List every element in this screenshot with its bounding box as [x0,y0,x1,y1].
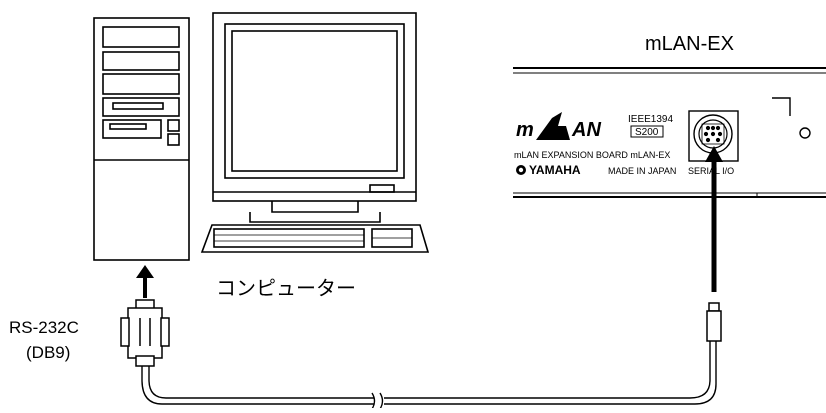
connector-label-line2: (DB9) [26,343,70,362]
tower-pc [93,17,190,261]
made-in: MADE IN JAPAN [608,166,676,176]
yamaha-logo-icon [516,165,526,175]
brand-name: YAMAHA [529,163,581,177]
ieee-label: IEEE1394 [628,114,673,125]
port-label: SERIAL I/O [688,166,734,176]
svg-text:m: m [516,119,534,141]
connector-label-line1: RS-232C [9,318,79,337]
svg-text:AN: AN [571,119,601,141]
device-title: mLAN-EX [645,33,734,55]
speed-label: S200 [635,127,659,138]
board-name: mLAN EXPANSION BOARD mLAN-EX [514,150,670,160]
db9-connector [120,299,170,367]
mini-din-plug [706,302,722,342]
serial-cable [141,341,717,410]
computer-label: コンピューター [216,276,356,300]
keyboard [200,224,430,253]
up-arrow-icon [136,265,154,298]
up-arrow-icon [705,146,723,292]
mlan-ex-panel [513,67,826,198]
speed-box [630,125,664,138]
mlan-logo: m AN [516,112,601,141]
monitor [212,12,417,223]
